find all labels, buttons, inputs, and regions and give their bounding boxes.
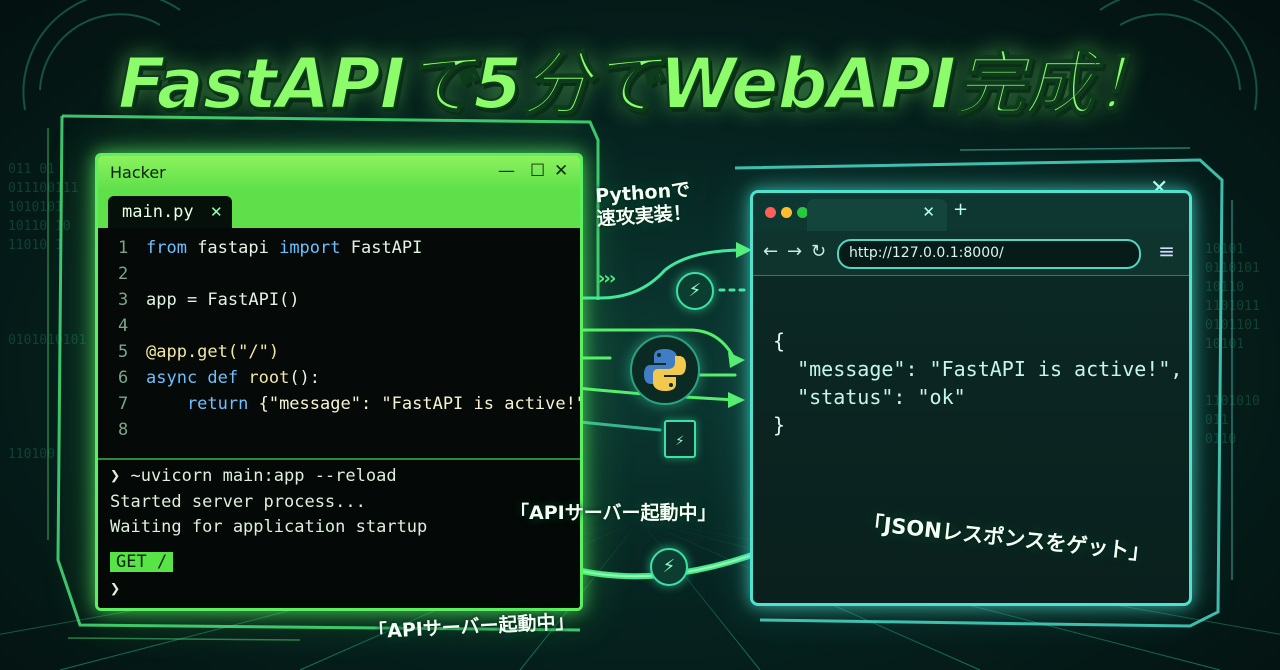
- code-token: fastapi: [186, 238, 280, 258]
- python-callout: Pythonで 速攻実装！: [595, 179, 693, 232]
- line-number: 1: [118, 238, 129, 258]
- line-number: 4: [118, 316, 129, 336]
- code-token: root: [248, 368, 290, 388]
- lightning-icon: ⚡: [676, 272, 714, 310]
- browser-tab-row: ✕ +: [753, 193, 1189, 231]
- binary-row: 10110 10: [8, 219, 71, 234]
- code-line: return {"message": "FastAPI is active!"}: [146, 394, 583, 414]
- json-line: {: [773, 329, 786, 353]
- lightning-icon: ⚡: [650, 548, 688, 586]
- binary-row: 10110: [1205, 280, 1245, 295]
- binary-row: 011: [1205, 413, 1229, 428]
- binary-row: 1101010: [1205, 394, 1260, 409]
- forward-icon[interactable]: →: [787, 241, 803, 262]
- tab-close-icon[interactable]: ✕: [922, 203, 935, 221]
- code-line: app = FastAPI(): [146, 290, 300, 310]
- reload-icon[interactable]: ↻: [811, 241, 827, 262]
- binary-row: 0101101: [1205, 318, 1260, 333]
- binary-row: 11010 1: [8, 238, 63, 253]
- window-zoom-dot[interactable]: [797, 207, 808, 218]
- terminal-command: ❯ ~uvicorn main:app --reload: [110, 466, 397, 486]
- terminal-request-highlight: GET /: [110, 552, 174, 572]
- binary-row: [8, 293, 86, 312]
- code-token: from: [146, 238, 187, 258]
- binary-row: 011 01: [8, 162, 55, 177]
- new-tab-icon[interactable]: +: [953, 199, 969, 220]
- binary-row: 1010101: [8, 200, 63, 215]
- code-token: import: [279, 238, 341, 258]
- tab-main-py[interactable]: main.py ✕: [108, 196, 232, 228]
- line-number: 7: [118, 394, 129, 414]
- json-response: { "message": "FastAPI is active!", "stat…: [773, 327, 1182, 439]
- editor-tab-row: main.py ✕: [98, 190, 580, 228]
- code-area[interactable]: 1 from fastapi import FastAPI 2 3 app = Fast…: [98, 228, 580, 458]
- binary-row: [8, 369, 86, 388]
- file-lightning-icon: ⚡: [664, 420, 696, 458]
- terminal[interactable]: ❯ ~uvicorn main:app --reload Started ser…: [98, 458, 580, 608]
- terminal-prompt: ❯: [110, 579, 121, 599]
- code-line: async def root():: [146, 368, 320, 388]
- code-line: @app.get("/"): [146, 342, 279, 362]
- json-line: "message": "FastAPI is active!",: [773, 357, 1183, 381]
- minimize-icon[interactable]: —: [498, 161, 515, 181]
- binary-left: 011 01 011100111 1010101 10110 10 11010 1 01…: [8, 160, 86, 464]
- code-token: FastAPI: [340, 238, 423, 258]
- code-token: ():: [289, 368, 321, 388]
- tab-label: main.py: [122, 202, 194, 222]
- binary-row: [8, 388, 86, 407]
- json-line: "status": "ok": [773, 385, 966, 409]
- editor-window-title: Hacker: [110, 163, 166, 182]
- binary-row: [1205, 354, 1260, 373]
- line-number: 3: [118, 290, 129, 310]
- binary-row: 10101: [1205, 242, 1245, 257]
- python-logo-icon: [630, 335, 700, 405]
- code-token: return: [146, 394, 259, 414]
- menu-icon[interactable]: ≡: [1158, 239, 1175, 263]
- binary-row: 110100: [8, 447, 55, 462]
- back-icon[interactable]: ←: [763, 241, 779, 262]
- binary-row: [8, 312, 86, 331]
- code-token: {"message": "FastAPI is active!"}: [258, 394, 583, 414]
- line-number: 8: [118, 420, 129, 440]
- binary-row: 1101011: [1205, 299, 1260, 314]
- binary-row: [8, 426, 86, 445]
- browser-window: ✕ + ← → ↻ http://127.0.0.1:8000/ ≡ { "me…: [750, 190, 1192, 606]
- window-close-dot[interactable]: [765, 207, 776, 218]
- binary-row: [8, 274, 86, 293]
- binary-row: [8, 350, 86, 369]
- code-token: @app.get("/"): [146, 342, 280, 362]
- api-server-callout: 「APIサーバー起動中」: [510, 502, 717, 524]
- binary-row: 0110101: [1205, 261, 1260, 276]
- line-number: 6: [118, 368, 129, 388]
- line-number: 2: [118, 264, 129, 284]
- code-editor-window: Hacker — ☐ ✕ main.py ✕ 1 from fastapi imp…: [95, 153, 583, 611]
- maximize-icon[interactable]: ☐: [530, 161, 546, 181]
- tab-close-icon[interactable]: ✕: [210, 203, 223, 221]
- json-line: }: [773, 413, 786, 437]
- binary-row: 0101010101: [8, 333, 87, 348]
- line-number: 5: [118, 342, 129, 362]
- headline: FastAPIで5分でWebAPI完成！: [117, 42, 1164, 126]
- code-token: async def: [146, 368, 249, 388]
- code-token: app = FastAPI(): [146, 290, 300, 310]
- terminal-line: Started server process...: [110, 492, 366, 512]
- browser-toolbar: ← → ↻ http://127.0.0.1:8000/ ≡: [753, 231, 1189, 276]
- binary-row: 011100111: [8, 181, 79, 196]
- terminal-line: Waiting for application startup: [110, 517, 428, 537]
- address-bar[interactable]: http://127.0.0.1:8000/: [837, 239, 1141, 269]
- browser-tab[interactable]: ✕: [807, 199, 947, 231]
- code-line: from fastapi import FastAPI: [146, 238, 422, 258]
- binary-row: 0110: [1205, 432, 1237, 447]
- binary-row: [8, 407, 86, 426]
- close-icon[interactable]: ✕: [554, 161, 569, 181]
- chevrons-icon: ›››: [598, 268, 616, 289]
- binary-row: [8, 255, 86, 274]
- binary-row: [1205, 373, 1260, 392]
- editor-title-bar[interactable]: Hacker — ☐ ✕: [98, 156, 580, 190]
- window-minimize-dot[interactable]: [781, 207, 792, 218]
- url-text: http://127.0.0.1:8000/: [849, 245, 1004, 261]
- binary-row: 10101: [1205, 337, 1245, 352]
- binary-right: 10101 0110101 10110 1101011 0101101 10101 110…: [1205, 240, 1260, 449]
